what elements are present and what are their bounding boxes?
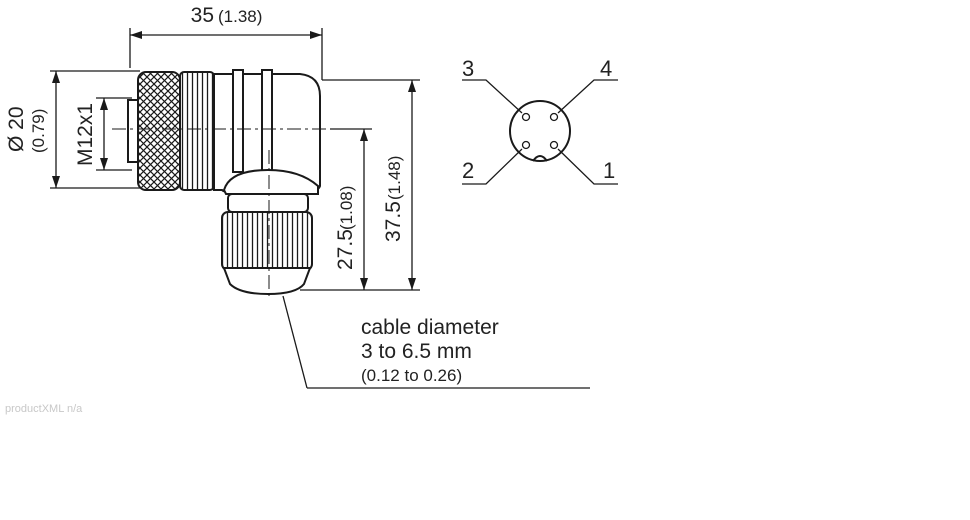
diameter-in-label: (0.79): [29, 109, 48, 153]
thread-dimension: M12x1: [74, 97, 132, 171]
cable-note-line1: cable diameter: [361, 316, 499, 339]
watermark-text: productXML n/a: [5, 403, 83, 415]
cable-note-line2: 3 to 6.5 mm: [361, 340, 472, 363]
thread-label: M12x1: [74, 103, 97, 166]
width-in-label: (1.38): [218, 7, 262, 26]
height-short-mm-label: 27.5: [334, 229, 357, 270]
height-total-in-label: (1.48): [385, 156, 404, 200]
pin-face-circle: [509, 100, 571, 162]
housing-band-1: [232, 69, 244, 173]
width-dimension: 35 (1.38): [129, 4, 323, 80]
width-mm-label: 35: [191, 4, 214, 27]
ribbed-collar: [179, 71, 215, 191]
housing-band-2: [261, 69, 273, 173]
height-short-in-label: (1.08): [337, 186, 356, 230]
pin-2-contact: [521, 140, 531, 150]
height-total-dimension: 37.5 (1.48): [322, 79, 420, 291]
gland-nut: [227, 193, 309, 213]
diameter-dimension: Ø 20 (0.79): [5, 70, 140, 189]
svg-text:35: 35: [191, 4, 214, 27]
pin-3-contact: [521, 112, 531, 122]
front-stub: [127, 99, 139, 163]
knurled-coupling-nut: [137, 71, 181, 191]
cable-gland-ribbed: [221, 211, 313, 271]
pin-1-contact: [549, 140, 559, 150]
cable-note-line3: (0.12 to 0.26): [361, 366, 462, 385]
pin-3-label: 3: [462, 56, 474, 81]
cable-gland-tip: [222, 267, 312, 296]
elbow-transition: [222, 168, 319, 195]
pin-4-label: 4: [600, 56, 612, 81]
height-total-mm-label: 37.5: [382, 201, 405, 242]
diameter-mm-label: Ø 20: [5, 106, 28, 152]
pin-layout: 3 4 2 1: [462, 56, 618, 185]
cable-note: cable diameter 3 to 6.5 mm (0.12 to 0.26…: [282, 295, 590, 389]
pin-4-contact: [549, 112, 559, 122]
height-short-dimension: 27.5 (1.08): [300, 128, 372, 291]
connector-side-view: [112, 69, 340, 300]
pin-1-label: 1: [603, 158, 615, 183]
coding-notch: [532, 155, 548, 162]
pin-2-label: 2: [462, 158, 474, 183]
